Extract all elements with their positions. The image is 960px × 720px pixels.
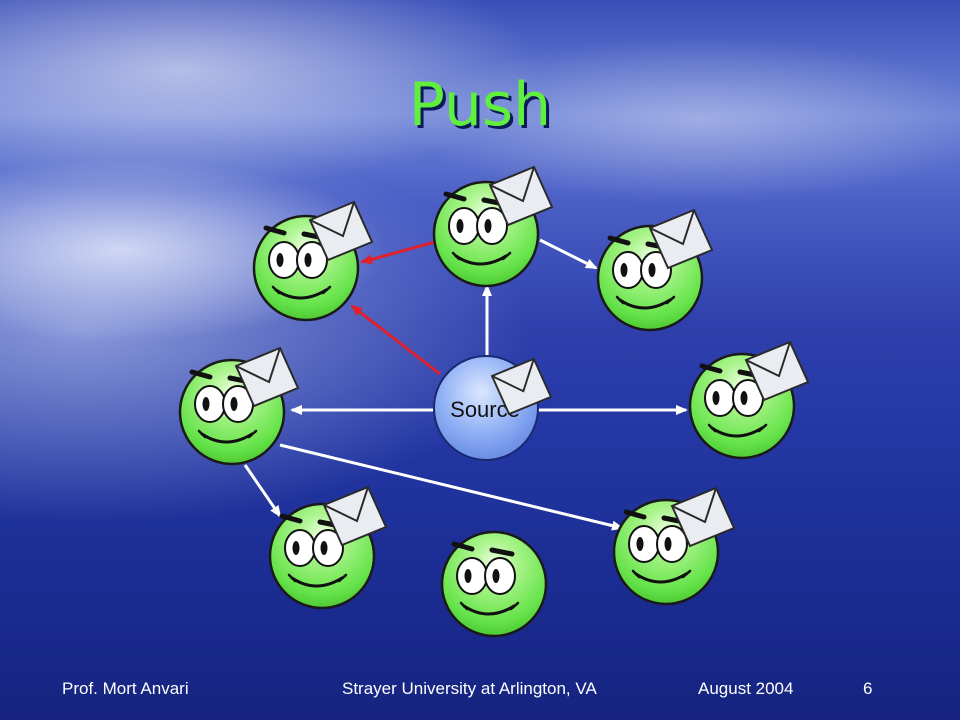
node-right [690, 341, 809, 458]
edge-left-to-lower-right [279, 443, 624, 531]
footer-institution: Strayer University at Arlington, VA [342, 679, 597, 698]
edge-left-to-lower-left [243, 464, 282, 518]
edge-source-to-upper-left [350, 304, 441, 376]
edges [243, 238, 688, 531]
footer-author: Prof. Mort Anvari [62, 679, 189, 698]
node-bottom [442, 532, 546, 636]
node-upper-right [598, 209, 713, 330]
footer-page-number: 6 [863, 679, 873, 698]
edge-top-to-upper-right [539, 238, 598, 270]
source-node: Source [433, 355, 552, 461]
node-lower-left [270, 486, 387, 608]
node-lower-right [614, 487, 735, 604]
slide-title: Push [408, 70, 552, 140]
footer-date: August 2004 [698, 679, 794, 698]
node-top [434, 166, 553, 286]
smiley-face-icon [442, 532, 546, 636]
node-upper-left [254, 201, 373, 320]
edge-top-to-upper-left [360, 240, 436, 265]
